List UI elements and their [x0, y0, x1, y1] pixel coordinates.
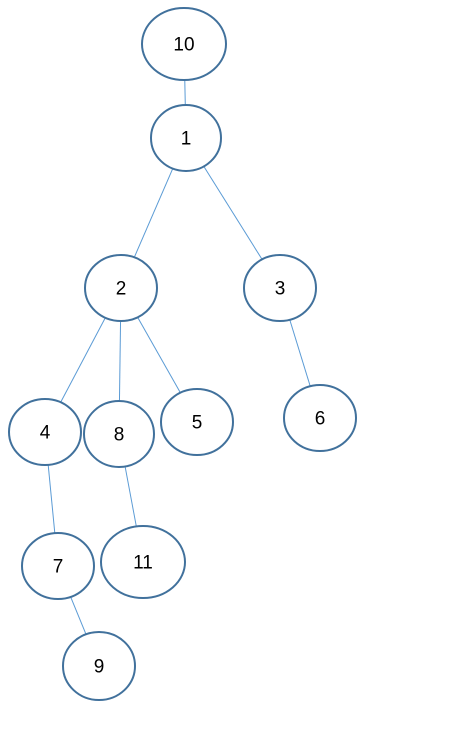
node-circle [62, 631, 136, 701]
nodes-layer: 10 1 2 3 4 8 5 6 7 11 9 [8, 7, 357, 701]
node-label: 1 [181, 129, 192, 150]
node-label: 11 [133, 553, 153, 574]
tree-node-5: 5 [160, 388, 234, 456]
node-circle [21, 532, 95, 600]
node-label: 2 [116, 279, 127, 300]
tree-node-11: 11 [100, 525, 186, 599]
edges-layer [47, 79, 311, 635]
tree-node-4: 4 [8, 398, 82, 466]
node-label: 5 [192, 413, 203, 434]
edge-2-4 [60, 317, 106, 403]
edge-4-7 [47, 464, 56, 534]
edge-1-2 [133, 168, 174, 258]
node-label: 4 [40, 423, 51, 444]
tree-node-9: 9 [62, 631, 136, 701]
tree-node-7: 7 [21, 532, 95, 600]
node-label: 7 [53, 557, 64, 578]
edge-7-9 [70, 596, 87, 635]
node-circle [141, 7, 227, 81]
tree-node-10: 10 [141, 7, 227, 81]
node-circle [84, 254, 158, 322]
node-circle [160, 388, 234, 456]
edge-8-11 [124, 466, 137, 527]
node-circle [150, 104, 222, 172]
node-label: 3 [275, 279, 286, 300]
tree-node-2: 2 [84, 254, 158, 322]
node-circle [243, 254, 317, 322]
edge-2-8 [118, 320, 122, 402]
node-label: 6 [315, 409, 326, 430]
tree-node-3: 3 [243, 254, 317, 322]
node-label: 10 [173, 35, 194, 56]
node-circle [283, 384, 357, 452]
node-circle [83, 400, 155, 468]
node-circle [100, 525, 186, 599]
node-label: 8 [114, 425, 125, 446]
tree-node-1: 1 [150, 104, 222, 172]
node-label: 9 [94, 657, 105, 678]
edge-1-3 [203, 166, 263, 260]
node-circle [8, 398, 82, 466]
tree-node-6: 6 [283, 384, 357, 452]
edge-3-6 [289, 319, 311, 387]
edge-10-1 [184, 79, 186, 106]
tree-node-8: 8 [83, 400, 155, 468]
edge-2-5 [137, 317, 181, 393]
